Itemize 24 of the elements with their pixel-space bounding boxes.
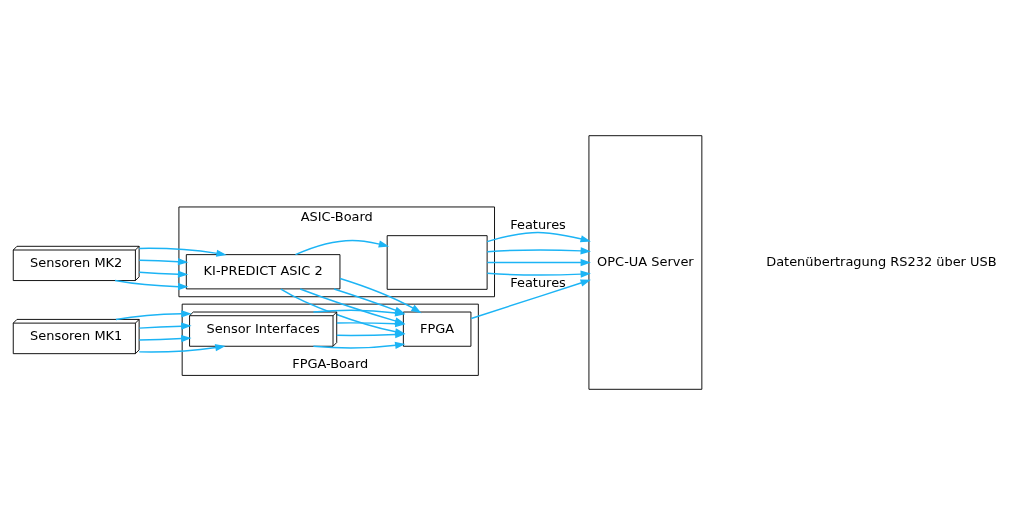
arrow	[470, 279, 591, 320]
node-box	[386, 235, 488, 290]
edge-label: Features	[510, 274, 566, 290]
arrow	[486, 231, 591, 243]
arrow	[294, 239, 390, 256]
arrow	[312, 309, 406, 317]
node-box: FPGA	[402, 311, 472, 347]
arrow	[486, 270, 591, 278]
arrow	[114, 279, 189, 291]
arrow	[138, 343, 226, 353]
arrow	[138, 270, 189, 278]
arrow	[138, 247, 227, 257]
label: Datenübertragung RS232 über USB	[766, 253, 997, 269]
node-box: KI-PREDICT ASIC 2	[185, 254, 341, 290]
arrow	[138, 334, 192, 343]
arrow	[138, 322, 192, 330]
node-box: OPC-UA Server	[588, 135, 703, 390]
arrow	[138, 258, 189, 266]
edge-label: Features	[510, 217, 566, 233]
arrow	[336, 320, 406, 328]
arrow	[312, 341, 406, 349]
arrow	[486, 258, 591, 267]
arrow	[486, 247, 591, 255]
arrow	[115, 310, 192, 321]
